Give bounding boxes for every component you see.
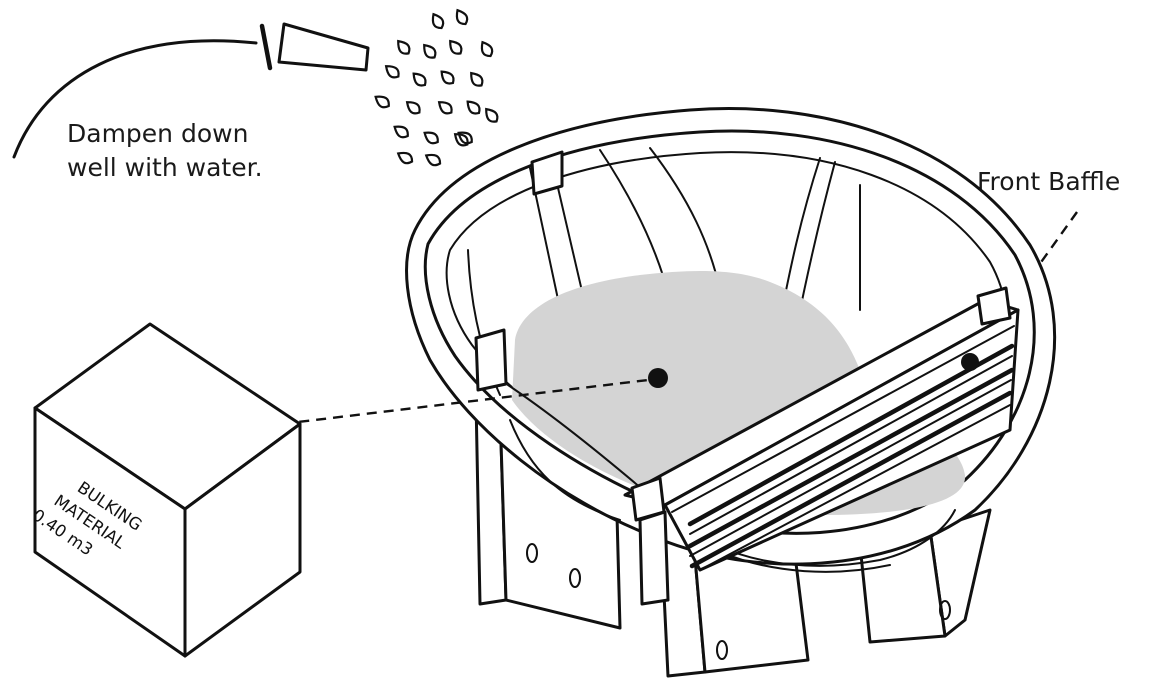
water-droplet — [482, 106, 500, 125]
water-droplet — [410, 70, 428, 88]
instruction-text-line2: well with water. — [67, 153, 263, 182]
water-droplet — [438, 68, 456, 86]
water-droplet — [420, 42, 438, 61]
water-droplet — [446, 38, 464, 57]
water-droplet — [429, 12, 445, 31]
water-droplet — [422, 129, 441, 146]
water-droplet — [478, 40, 494, 59]
rear-baffle-clip — [476, 330, 506, 390]
water-droplet — [464, 98, 482, 116]
water-droplet — [404, 98, 423, 116]
front-baffle-label: Front Baffle — [977, 167, 1120, 196]
water-droplet — [424, 151, 443, 167]
material-marker-dot — [648, 368, 668, 388]
water-droplet — [396, 149, 415, 165]
water-droplet — [383, 62, 402, 80]
instruction-text-line1: Dampen down — [67, 119, 248, 148]
water-droplet — [373, 93, 392, 110]
water-droplet — [467, 70, 485, 89]
bulking-material-box: BULKING MATERIAL 0.40 m3 — [29, 324, 300, 656]
water-droplet — [453, 8, 469, 27]
water-spray-icon — [373, 8, 500, 168]
water-droplet — [436, 98, 455, 116]
water-droplet — [394, 38, 412, 57]
front-baffle-marker-dot — [961, 353, 979, 371]
well-tank — [407, 109, 1055, 676]
water-droplet — [392, 123, 411, 140]
